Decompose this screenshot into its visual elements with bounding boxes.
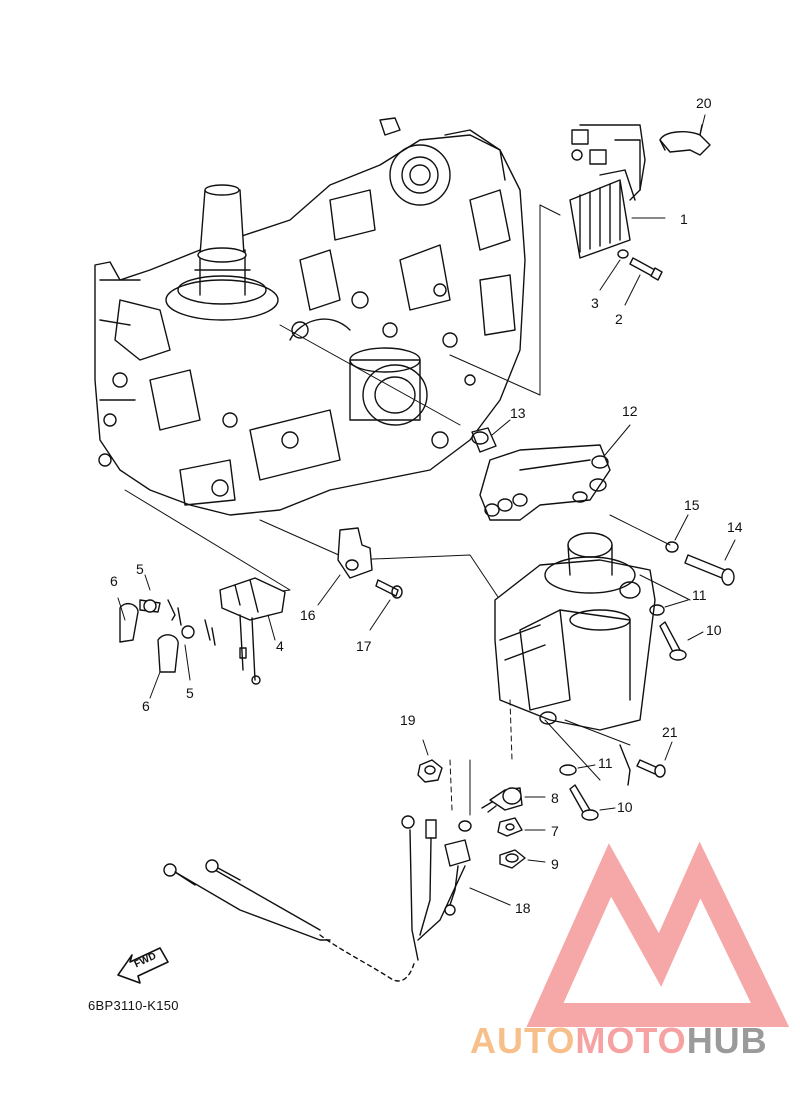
bracket-12: [479, 424, 631, 521]
callout-18: 18: [515, 900, 531, 916]
callout-6-upper: 6: [110, 573, 118, 589]
brand-hub: HUB: [686, 1020, 768, 1061]
callout-1: 1: [680, 211, 688, 227]
callout-16: 16: [300, 607, 316, 623]
callout-11-upper: 11: [692, 587, 707, 603]
washer-11-lower: [559, 764, 596, 776]
callout-10-lower: 10: [617, 799, 633, 815]
drawing-code: 6BP3110-K150: [88, 998, 179, 1013]
callout-9: 9: [551, 856, 559, 872]
brand-auto: AUTO: [470, 1020, 576, 1061]
callout-11-lower: 11: [598, 755, 613, 771]
rectifier-regulator: [569, 124, 666, 259]
terminal-8: [481, 787, 546, 813]
nut-7: [497, 817, 546, 837]
callout-17: 17: [356, 638, 372, 654]
holder-16: [317, 527, 373, 606]
callout-7: 7: [551, 823, 559, 839]
bolt-10-lower: [569, 784, 616, 821]
bolt-2: [624, 257, 663, 306]
screw-5-lower: [181, 619, 216, 681]
wire-clip: [659, 114, 711, 156]
cap-6-upper: [117, 597, 139, 643]
callout-2: 2: [615, 311, 623, 327]
cdi-unit-4: [219, 577, 286, 685]
callout-3: 3: [591, 295, 599, 311]
callout-6-lower: 6: [142, 698, 150, 714]
bolt-14: [684, 539, 736, 586]
bolt-10-upper: [659, 621, 704, 661]
watermark-logo-icon: [526, 841, 790, 1027]
bolt-21: [619, 741, 673, 786]
collar-13: [471, 419, 511, 453]
callout-15: 15: [684, 497, 700, 513]
callout-5-lower: 5: [186, 685, 194, 701]
callout-20: 20: [696, 95, 712, 111]
cap-6-lower: [149, 634, 179, 699]
battery-cable-18: [163, 759, 511, 982]
callout-19: 19: [400, 712, 416, 728]
nut-9: [499, 849, 546, 869]
callout-21: 21: [662, 724, 678, 740]
screw-5-upper: [139, 574, 182, 626]
brand-moto: MOTO: [575, 1020, 687, 1061]
bolt-17: [369, 579, 403, 631]
callout-13: 13: [510, 405, 526, 421]
callout-5-upper: 5: [136, 561, 144, 577]
nut-19: [417, 739, 443, 783]
washer-3: [599, 249, 629, 291]
callout-8: 8: [551, 790, 559, 806]
washer-15: [665, 514, 689, 553]
callout-10-upper: 10: [706, 622, 722, 638]
washer-11-upper: [649, 599, 689, 616]
callout-4: 4: [276, 638, 284, 654]
callout-12: 12: [622, 403, 638, 419]
watermark-brand: AUTOMOTOHUB: [470, 1020, 768, 1062]
engine-block: [94, 117, 526, 516]
callout-14: 14: [727, 519, 743, 535]
fwd-arrow-icon: [117, 947, 169, 984]
starter-motor: [494, 532, 656, 761]
